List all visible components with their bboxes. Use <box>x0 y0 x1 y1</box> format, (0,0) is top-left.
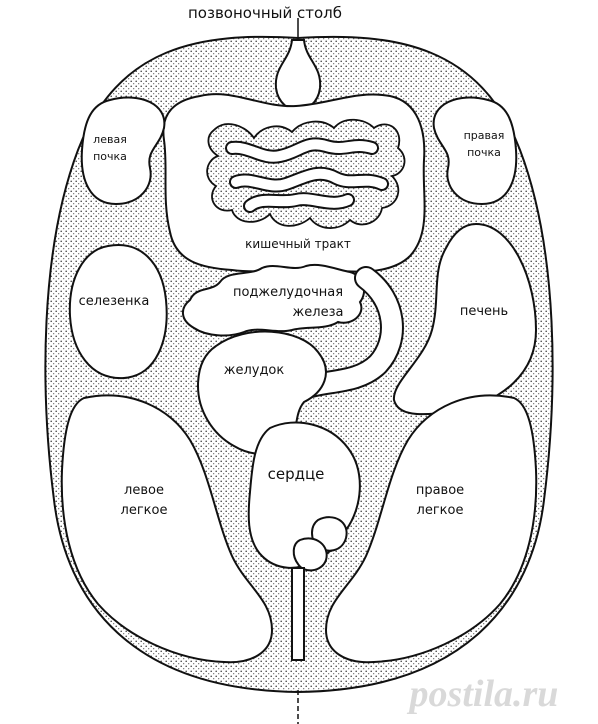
right-kidney-shape <box>432 96 518 206</box>
spleen-label: селезенка <box>79 294 150 309</box>
duodenum-inner <box>294 268 402 398</box>
right-kidney-label-1: правая <box>464 129 505 142</box>
heart-label: сердце <box>268 465 325 483</box>
pancreas-label-1: поджелудочная <box>233 285 343 300</box>
right-lung-shape <box>324 394 538 664</box>
right-lung-label-1: правое <box>416 483 464 498</box>
left-lung-label-2: легкое <box>121 503 168 518</box>
title-label: позвоночный столб <box>188 4 342 22</box>
right-lung-label-2: легкое <box>417 503 464 518</box>
heart-vessels-lower <box>292 537 328 572</box>
liver-label: печень <box>460 304 508 319</box>
left-kidney-label-1: левая <box>93 133 127 146</box>
intestine-label: кишечный тракт <box>245 237 351 251</box>
stomach-label: желудок <box>224 363 285 378</box>
pancreas-label-2: железа <box>293 305 344 320</box>
aorta <box>291 567 305 661</box>
liver-shape <box>392 222 538 416</box>
left-lung-label-1: левое <box>124 483 164 498</box>
pancreas-shape <box>182 263 366 337</box>
right-kidney-label-2: почка <box>467 146 501 159</box>
left-kidney-label-2: почка <box>93 150 127 163</box>
left-kidney-shape <box>80 96 166 206</box>
intestine-folds-inner <box>227 139 387 211</box>
left-lung-shape <box>60 394 274 664</box>
watermark: postila.ru <box>407 673 559 715</box>
spleen-shape <box>68 244 168 380</box>
